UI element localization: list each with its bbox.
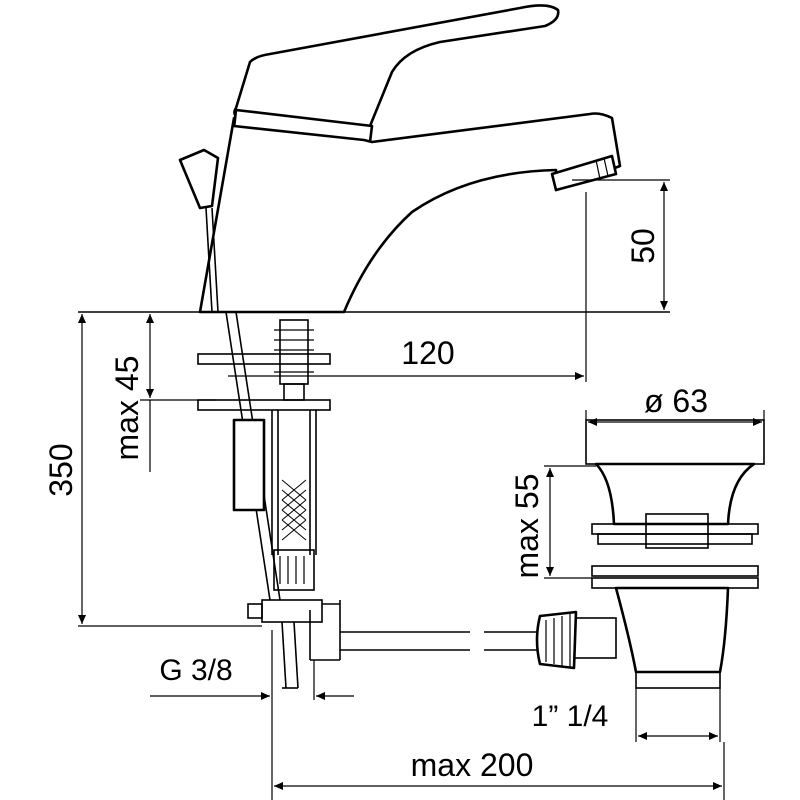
- dim-max-deck-thickness: max 45: [109, 356, 145, 461]
- washer-plate-top: [197, 353, 331, 365]
- under-deck-assembly: [197, 311, 540, 689]
- dim-spout-height: 50: [625, 228, 661, 264]
- aerator: [550, 154, 618, 192]
- dim-waste-thread: 1” 1/4: [532, 700, 609, 733]
- braided-hose-hatch: [281, 479, 307, 541]
- dim-max-waste-deck: max 55: [509, 474, 545, 579]
- faucet-body: [178, 4, 622, 314]
- popup-knob: [178, 148, 220, 210]
- dim-waste-diameter: ø 63: [644, 383, 708, 419]
- dimension-lines: [78, 179, 765, 800]
- lever-handle: [233, 4, 560, 134]
- clevis-block: [232, 418, 266, 512]
- waste-washer-1: [591, 523, 759, 535]
- spout-body: [198, 112, 622, 314]
- dim-spout-reach: 120: [401, 335, 454, 371]
- knurled-nut: [535, 610, 578, 670]
- dim-connection-thread: G 3/8: [159, 654, 232, 687]
- waste-assembly: [535, 419, 765, 689]
- waste-tail: [635, 671, 721, 689]
- waste-washer-2: [591, 565, 759, 577]
- washer-plate-bottom: [197, 399, 331, 411]
- dim-max-rod-length: max 200: [411, 747, 534, 783]
- dim-overall-height: 350: [43, 443, 79, 496]
- waste-flange: [585, 419, 765, 465]
